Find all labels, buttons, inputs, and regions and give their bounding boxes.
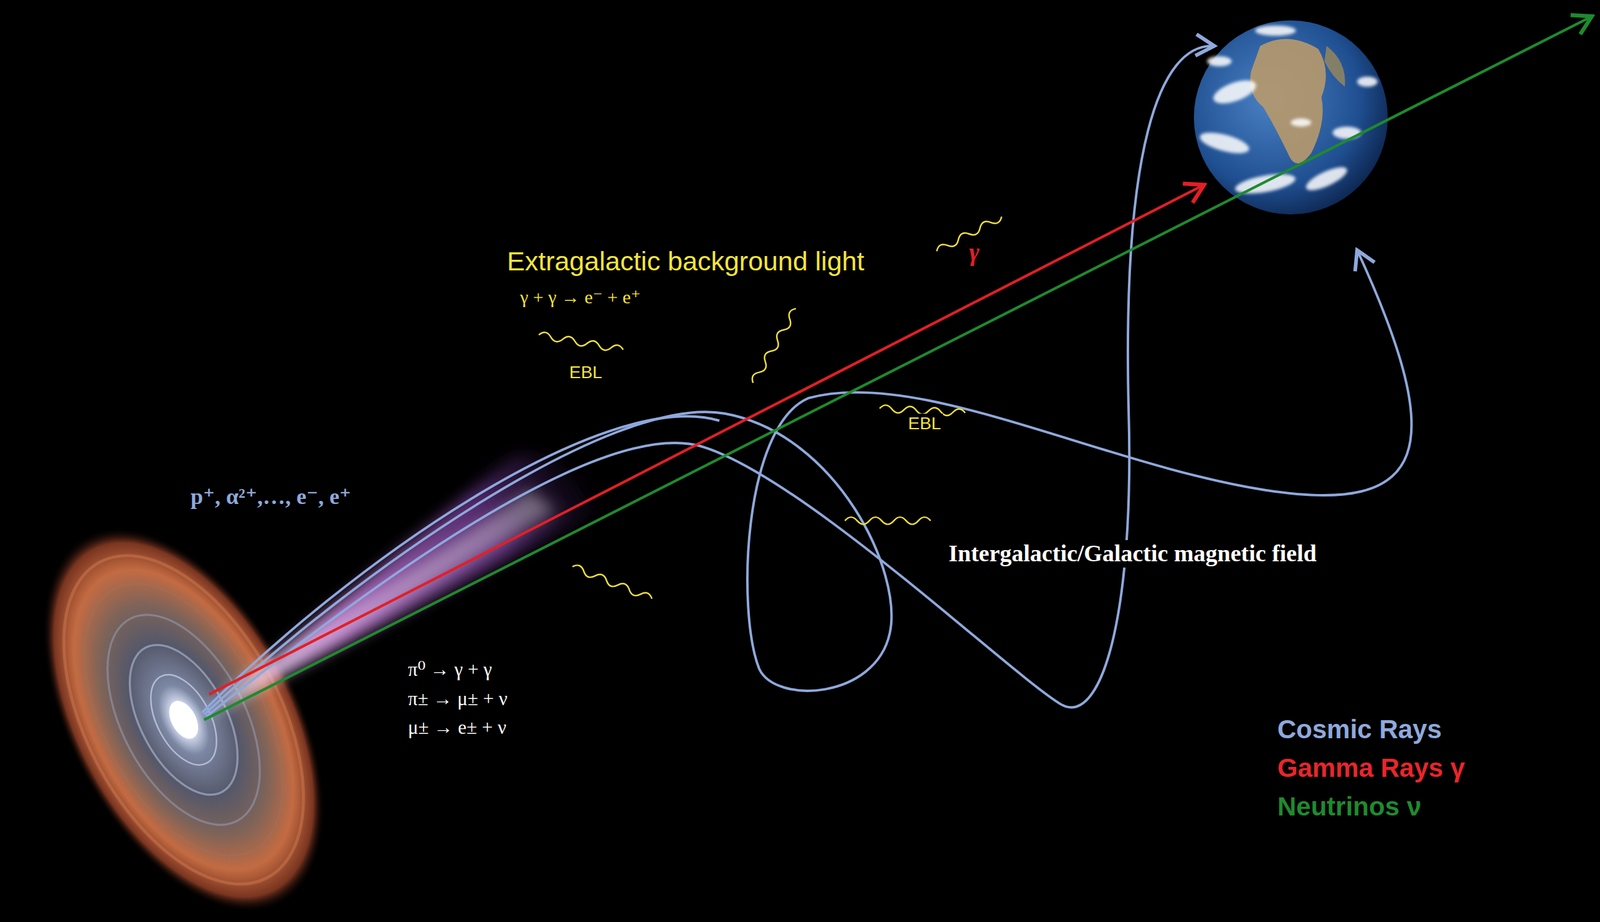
legend-entry: Gamma Rays γ xyxy=(1275,752,1467,783)
photon-label: EBL xyxy=(906,413,943,434)
gamma-symbol: γ xyxy=(967,237,982,267)
decay-label: π± → μ± + ν xyxy=(406,687,510,711)
decay-label: μ± → e± + ν xyxy=(406,716,509,739)
decay-label: π⁰ → γ + γ xyxy=(406,658,494,681)
particle-list: p⁺, α²⁺,…, e⁻, e⁺ xyxy=(188,483,354,510)
region-label: Extragalactic background light xyxy=(505,246,867,277)
legend-entry: Cosmic Rays xyxy=(1275,714,1444,745)
photon-label: EBL xyxy=(567,362,605,383)
reaction-label: γ + γ → e⁻ + e⁺ xyxy=(518,286,643,309)
legend-entry: Neutrinos ν xyxy=(1275,791,1424,822)
field-label: Intergalactic/Galactic magnetic field xyxy=(946,539,1319,568)
